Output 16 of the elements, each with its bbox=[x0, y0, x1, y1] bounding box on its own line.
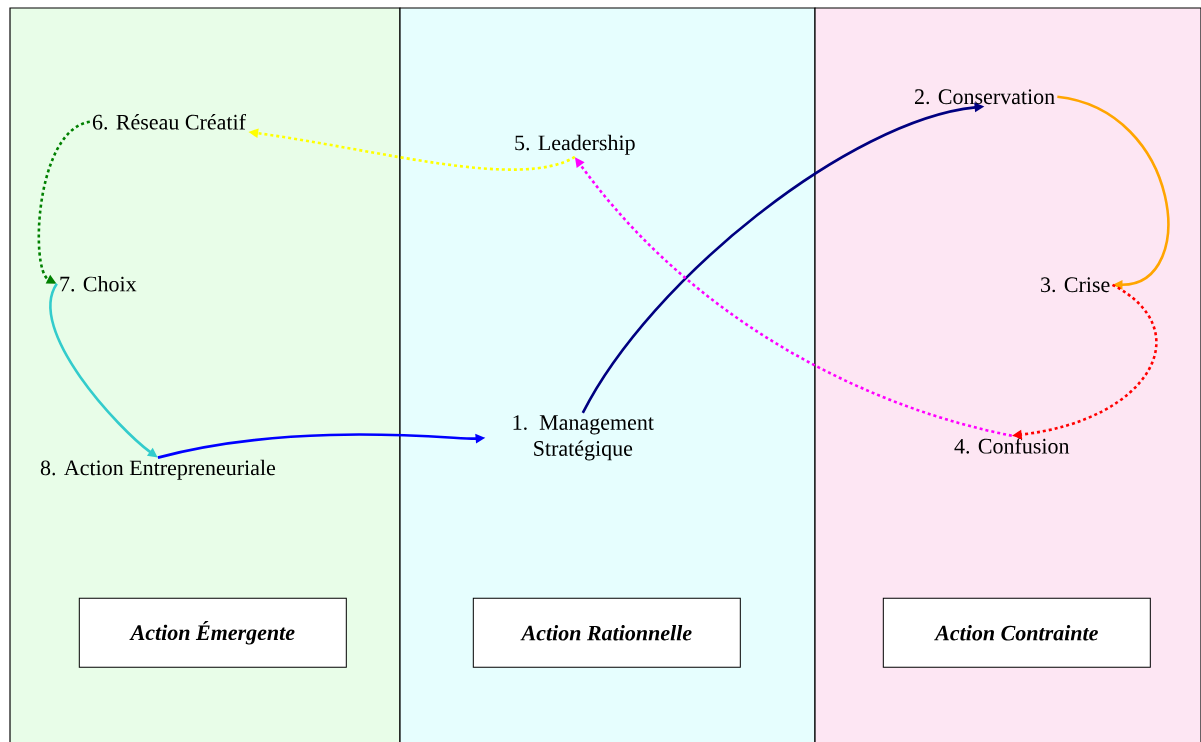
category-box: Action Rationnelle bbox=[472, 597, 741, 668]
stage-label: 5. Leadership bbox=[515, 134, 635, 155]
stage-label: 1. Management Stratégique bbox=[513, 415, 654, 461]
category-box: Action Émergente bbox=[78, 597, 347, 668]
stage-label: 4. Confusion bbox=[954, 437, 1070, 454]
column-panel bbox=[814, 7, 1201, 742]
stage-label: 7. Choix bbox=[60, 276, 137, 292]
column-panel bbox=[399, 7, 816, 742]
arrow bbox=[37, 120, 91, 284]
arrow bbox=[1057, 95, 1170, 290]
stage-label: 6. Réseau Créatif bbox=[92, 113, 246, 130]
category-box: Action Contrainte bbox=[882, 597, 1151, 668]
stage-label: 2. Conservation bbox=[915, 89, 1055, 105]
column-panel bbox=[9, 7, 401, 742]
stage-label: 3. Crise bbox=[1041, 277, 1110, 293]
stage-label: 8. Action Entrepreneuriale bbox=[40, 459, 276, 480]
